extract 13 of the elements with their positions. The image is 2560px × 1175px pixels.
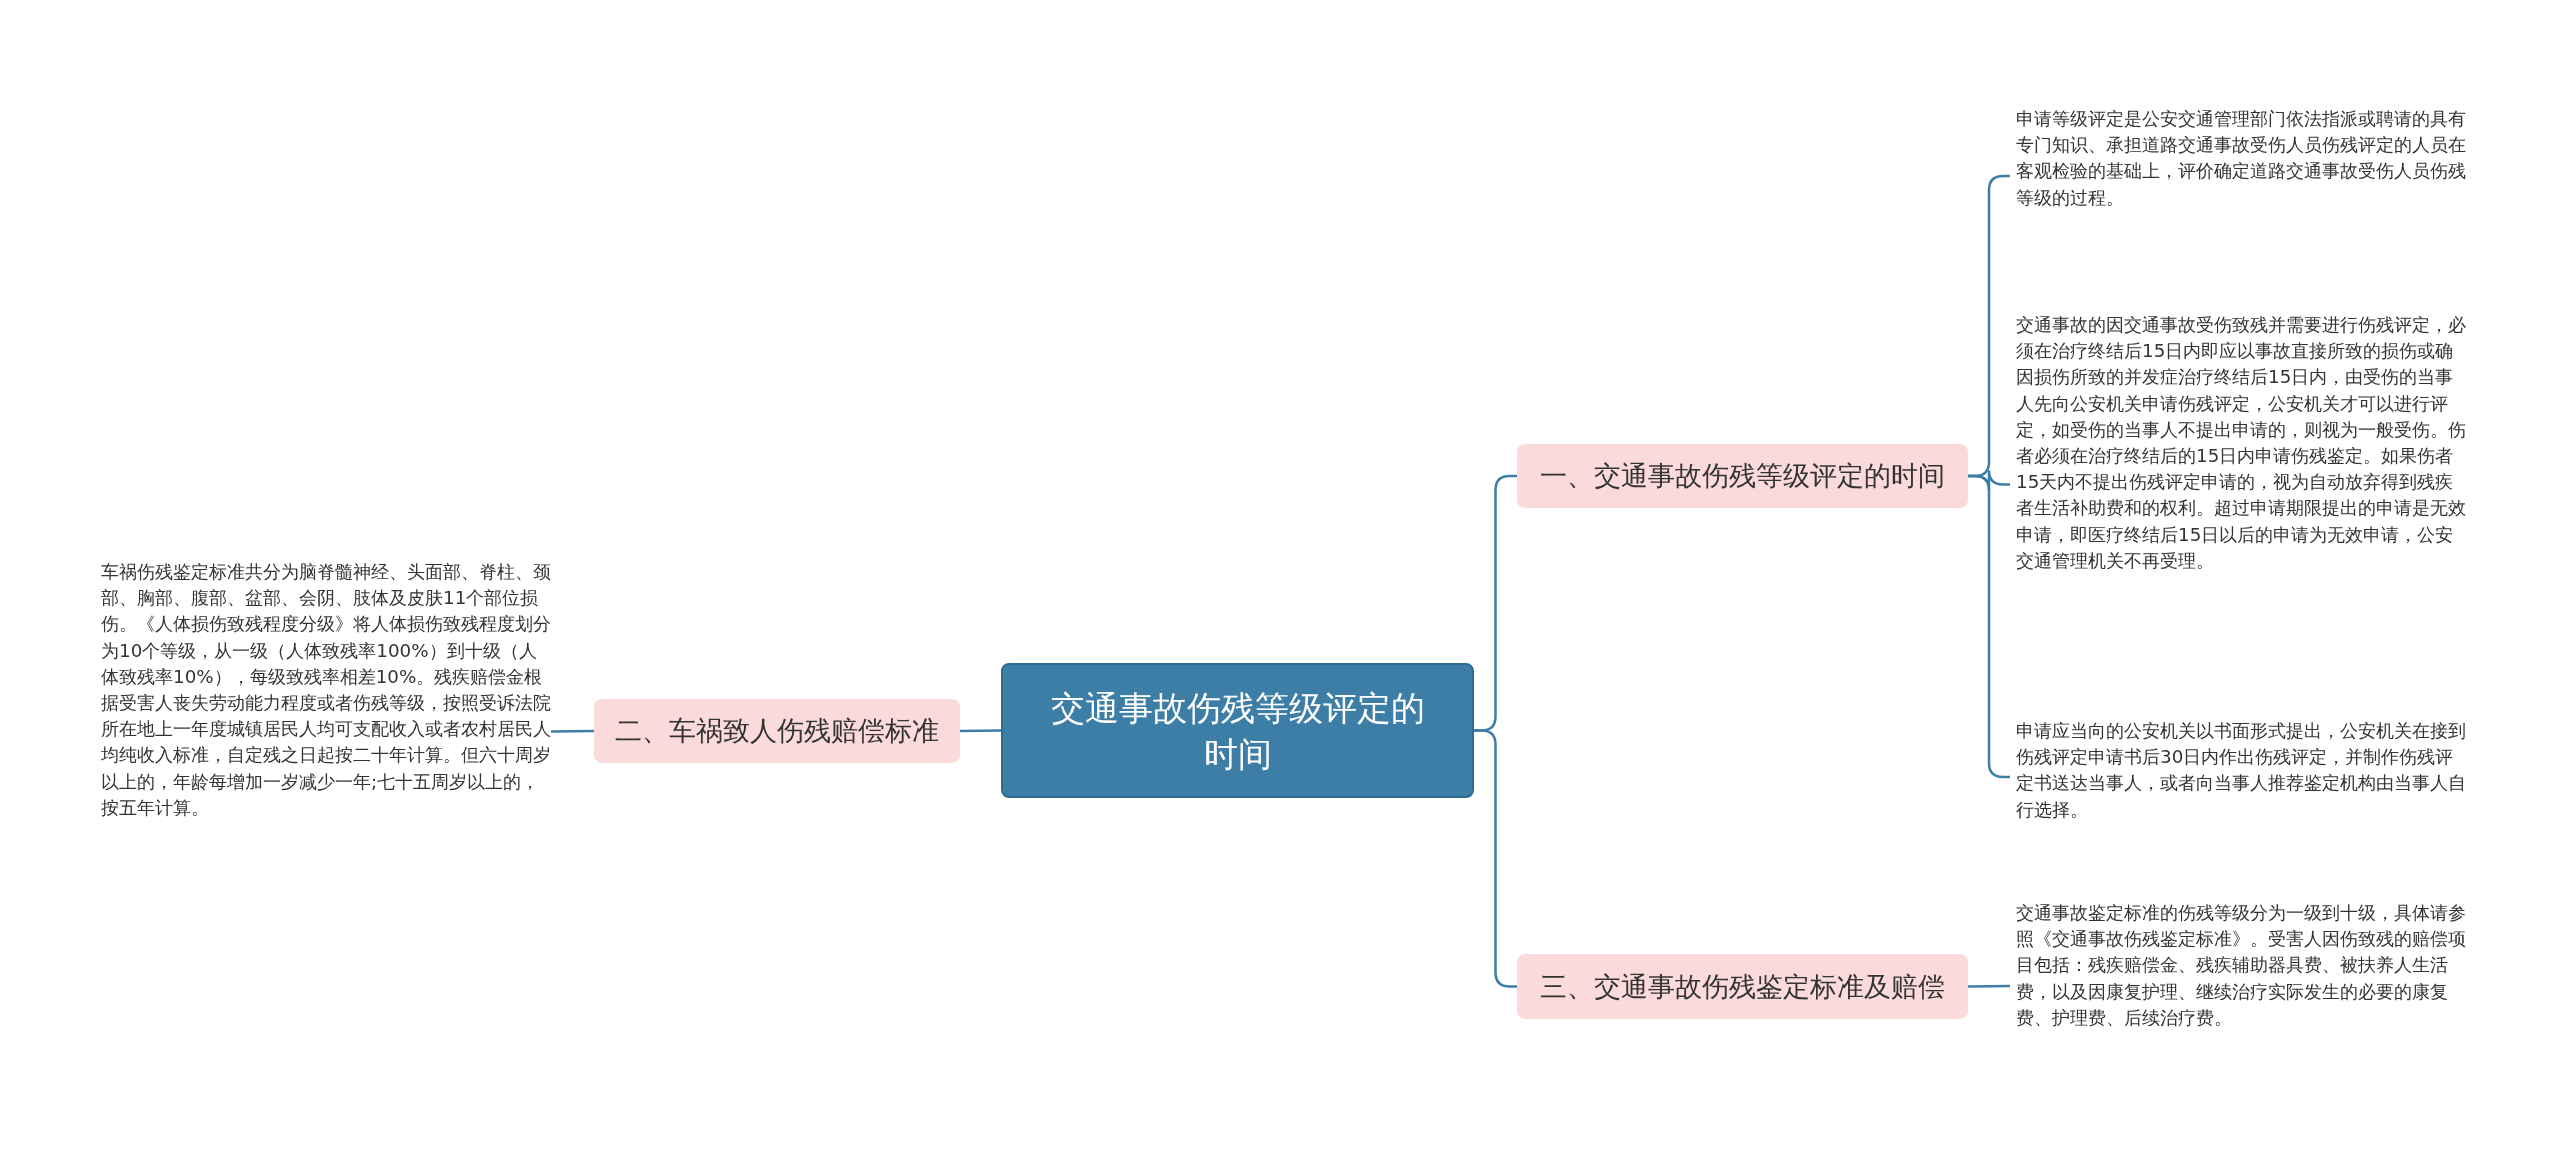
connector-line <box>1474 729 1517 988</box>
note-text: 申请等级评定是公安交通管理部门依法指派或聘请的具有专门知识、承担道路交通事故受伤人员伤残评定的人员在客观检验的基础上，评价确定道路交通事故受伤人员伤残等级的过程。 <box>2010 106 2466 246</box>
central-topic-box: 交通事故伤残等级评定的时间 <box>1001 663 1474 798</box>
note-text: 交通事故鉴定标准的伤残等级分为一级到十级，具体请参照《交通事故伤残鉴定标准》。受害人因伤致残的赔偿项目包括：残疾赔偿金、残疾辅助器具费、被扶养人生活费，以及因康复护理、继续治疗实际发生的必要的康复费、护理费、后续治疗费。 <box>2010 900 2466 1072</box>
topic-box: 三、交通事故伤残鉴定标准及赔偿 <box>1517 954 1968 1019</box>
connector-line <box>1968 984 2010 988</box>
note-text: 交通事故的因交通事故受伤致残并需要进行伤残评定，必须在治疗终结后15日内即应以事故直接所致的损伤或确因损伤所致的并发症治疗终结后15日内，由受伤的当事人先向公安机关申请伤残评定，公安机关才可以进行评定，如受伤的当事人不提出申请的，则视为一般受伤。伤者必须在治疗终结后的15日内申请伤残鉴定。如果伤者15天内不提出伤残评定申请的，视为自动放弃得到残疾者生活补助费和的权利。超过申请期限提出的申请是无效申请，即医疗终结后15日以后的申请为无效申请，公安交通管理机关不再受理。 <box>2010 312 2466 657</box>
topic-box: 二、车祸致人伤残赔偿标准 <box>594 699 960 763</box>
topic-box: 一、交通事故伤残等级评定的时间 <box>1517 444 1968 508</box>
connector-line <box>551 729 594 733</box>
connector-line <box>960 729 1001 733</box>
note-text: 申请应当向的公安机关以书面形式提出，公安机关在接到伤残评定申请书后30日内作出伤残评定，并制作伤残评定书送达当事人，或者向当事人推荐鉴定机构由当事人自行选择。 <box>2010 718 2466 836</box>
note-text: 车祸伤残鉴定标准共分为脑脊髓神经、头面部、脊柱、颈部、胸部、腹部、盆部、会阴、肢体及皮肤11个部位损伤。《人体损伤致残程度分级》将人体损伤致残程度划分为10个等级，从一级（人体致残率100%）到十级（人体致残率10%），每级致残率相差10%。残疾赔偿金根据受害人丧失劳动能力程度或者伤残等级，按照受诉法院所在地上一年度城镇居民人均可支配收入或者农村居民人均纯收入标准，自定残之日起按二十年计算。但六十周岁以上的，年龄每增加一岁减少一年;七十五周岁以上的，按五年计算。 <box>95 559 551 904</box>
